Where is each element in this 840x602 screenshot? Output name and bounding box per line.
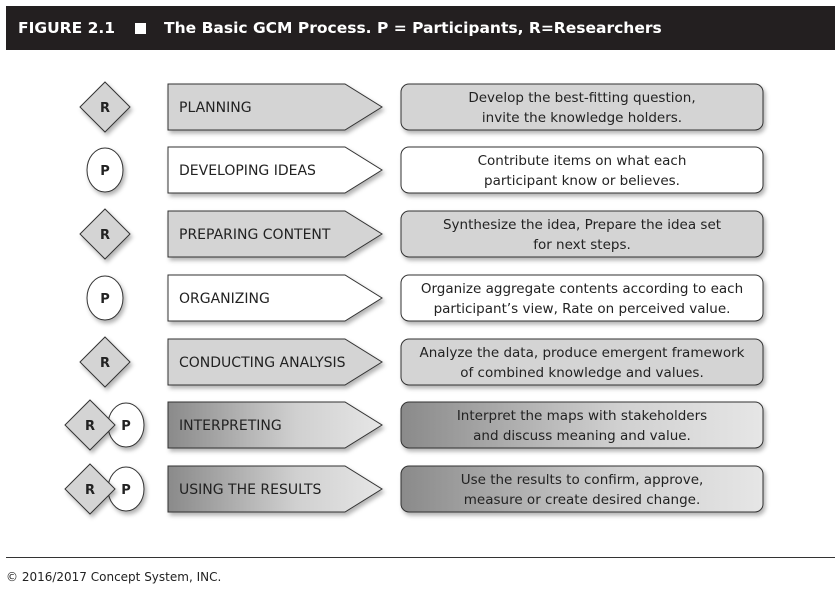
step-description-line: Develop the best-fitting question, <box>468 90 695 106</box>
figure-title: The Basic GCM Process. P = Participants,… <box>164 19 662 37</box>
process-step: P ORGANIZING Organize aggregate contents a… <box>86 274 764 322</box>
step-description-line: Interpret the maps with stakeholders <box>457 408 707 424</box>
step-description-line: measure or create desired change. <box>464 492 700 508</box>
step-description-line: and discuss meaning and value. <box>473 428 691 444</box>
step-description-line: participant’s view, Rate on perceived va… <box>434 301 731 317</box>
step-description-box <box>400 210 764 258</box>
step-description-box <box>400 274 764 322</box>
step-description-line: Synthesize the idea, Prepare the idea se… <box>443 217 721 233</box>
role-label: R <box>100 101 110 116</box>
step-arrow <box>167 210 383 258</box>
gcm-process-diagram: R PLANNING Develop the best-fitting questi… <box>64 81 764 515</box>
role-label: P <box>100 164 110 179</box>
role-label: R <box>100 228 110 243</box>
step-arrow <box>167 465 383 513</box>
step-label: DEVELOPING IDEAS <box>179 163 316 179</box>
step-description-line: Contribute items on what each <box>478 153 687 169</box>
process-step: P R USING THE RESULTS Use the results to co… <box>64 463 764 515</box>
step-label: INTERPRETING <box>179 418 282 434</box>
process-step: R PREPARING CONTENT Synthesize the idea, P… <box>79 208 764 260</box>
step-arrow <box>167 274 383 322</box>
footer-divider <box>6 557 835 558</box>
step-description-line: invite the knowledge holders. <box>482 110 682 126</box>
process-step: R CONDUCTING ANALYSIS Analyze the data, pr… <box>79 336 764 388</box>
step-arrow <box>167 401 383 449</box>
role-label: R <box>85 419 95 434</box>
step-arrow <box>167 83 383 131</box>
square-bullet-icon <box>135 22 147 34</box>
researcher-diamond-icon <box>64 463 116 515</box>
process-step: P DEVELOPING IDEAS Contribute items on wha… <box>86 146 764 194</box>
role-label: P <box>121 419 131 434</box>
step-description-line: of combined knowledge and values. <box>460 365 704 381</box>
participant-circle-icon <box>86 147 124 193</box>
step-description-line: participant know or believes. <box>484 173 680 189</box>
step-description-line: for next steps. <box>533 237 631 253</box>
participant-circle-icon <box>86 275 124 321</box>
researcher-diamond-icon <box>79 336 131 388</box>
step-arrow <box>167 146 383 194</box>
researcher-diamond-icon <box>79 208 131 260</box>
step-label: PLANNING <box>179 100 252 116</box>
step-description-box <box>400 338 764 386</box>
step-label: PREPARING CONTENT <box>179 227 331 243</box>
role-label: R <box>100 356 110 371</box>
step-description-line: Analyze the data, produce emergent frame… <box>420 345 745 361</box>
step-description-line: Organize aggregate contents according to… <box>421 281 743 297</box>
researcher-diamond-icon <box>79 81 131 133</box>
role-label: P <box>100 292 110 307</box>
step-label: ORGANIZING <box>179 291 270 307</box>
step-description-box <box>400 465 764 513</box>
figure-header: FIGURE 2.1 The Basic GCM Process. P = Pa… <box>6 6 835 50</box>
researcher-diamond-icon <box>64 399 116 451</box>
step-arrow <box>167 338 383 386</box>
copyright: © 2016/2017 Concept System, INC. <box>6 570 222 584</box>
figure-number: FIGURE 2.1 <box>18 19 116 37</box>
step-description-box <box>400 401 764 449</box>
role-label: R <box>85 483 95 498</box>
process-step: R PLANNING Develop the best-fitting questi… <box>79 81 764 133</box>
step-label: CONDUCTING ANALYSIS <box>179 355 346 371</box>
process-step: P R INTERPRETING Interpret the maps with st… <box>64 399 764 451</box>
step-description-box <box>400 146 764 194</box>
step-description-box <box>400 83 764 131</box>
step-label: USING THE RESULTS <box>179 482 322 498</box>
role-label: P <box>121 483 131 498</box>
step-description-line: Use the results to confirm, approve, <box>461 472 704 488</box>
